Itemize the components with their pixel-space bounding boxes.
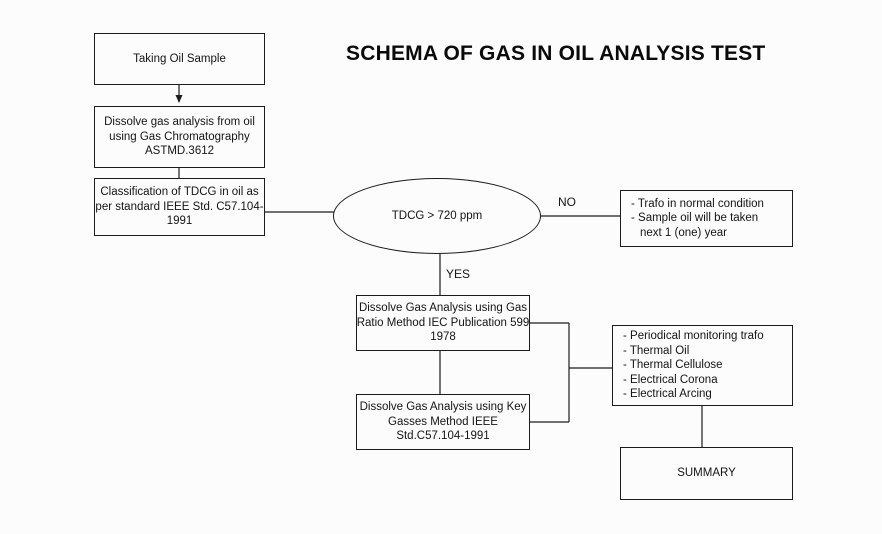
- node-gas-chromatography-line3: ASTMD.3612: [144, 145, 215, 158]
- node-tdcg-decision-label: TDCG > 720 ppm: [391, 209, 483, 222]
- node-key-gasses-method-line1: Dissolve Gas Analysis using Key: [359, 401, 527, 414]
- node-taking-oil-sample-label: Taking Oil Sample: [133, 52, 226, 65]
- node-classification-tdcg-line3: 1991: [166, 215, 193, 228]
- node-normal-condition: - Trafo in normal condition - Sample oil…: [620, 190, 793, 247]
- node-classification-tdcg-line2: per standard IEEE Std. C57.104-: [95, 200, 264, 213]
- edge-label-no: NO: [558, 195, 576, 209]
- node-classification-tdcg-line1: Classification of TDCG in oil as: [100, 186, 259, 199]
- node-analysis-results-line2: - Thermal Oil: [623, 344, 690, 357]
- node-analysis-results-line3: - Thermal Cellulose: [623, 359, 723, 372]
- node-gas-ratio-method: Dissolve Gas Analysis using Gas Ratio Me…: [356, 295, 530, 351]
- node-classification-tdcg: Classification of TDCG in oil as per sta…: [94, 178, 265, 236]
- node-gas-chromatography-line2: using Gas Chromatography: [109, 130, 250, 143]
- node-normal-condition-line3: next 1 (one) year: [640, 226, 727, 239]
- node-analysis-results-line4: - Electrical Corona: [623, 373, 718, 386]
- node-key-gasses-method-line2: Gasses Method IEEE: [388, 415, 498, 428]
- node-key-gasses-method-line3: Std.C57.104-1991: [396, 430, 490, 443]
- node-gas-ratio-method-line1: Dissolve Gas Analysis using Gas: [358, 302, 528, 315]
- node-analysis-results-line1: - Periodical monitoring trafo: [623, 330, 764, 343]
- node-summary-label: SUMMARY: [677, 467, 736, 480]
- edge-label-yes: YES: [446, 267, 471, 281]
- node-analysis-results: - Periodical monitoring trafo - Thermal …: [612, 325, 793, 406]
- node-gas-ratio-method-line3: 1978: [430, 331, 456, 344]
- node-key-gasses-method: Dissolve Gas Analysis using Key Gasses M…: [356, 394, 530, 450]
- node-normal-condition-line2: - Sample oil will be taken: [631, 212, 759, 225]
- node-tdcg-decision: TDCG > 720 ppm: [333, 178, 541, 254]
- node-analysis-results-line5: - Electrical Arcing: [623, 388, 712, 401]
- node-taking-oil-sample: Taking Oil Sample: [94, 33, 265, 85]
- node-normal-condition-line1: - Trafo in normal condition: [631, 197, 764, 210]
- node-summary: SUMMARY: [620, 447, 793, 500]
- node-gas-ratio-method-line2: Ratio Method IEC Publication 599: [356, 316, 530, 329]
- node-gas-chromatography-line1: Dissolve gas analysis from oil: [104, 116, 255, 129]
- node-gas-chromatography: Dissolve gas analysis from oil using Gas…: [94, 106, 265, 168]
- page-title: SCHEMA OF GAS IN OIL ANALYSIS TEST: [346, 42, 766, 65]
